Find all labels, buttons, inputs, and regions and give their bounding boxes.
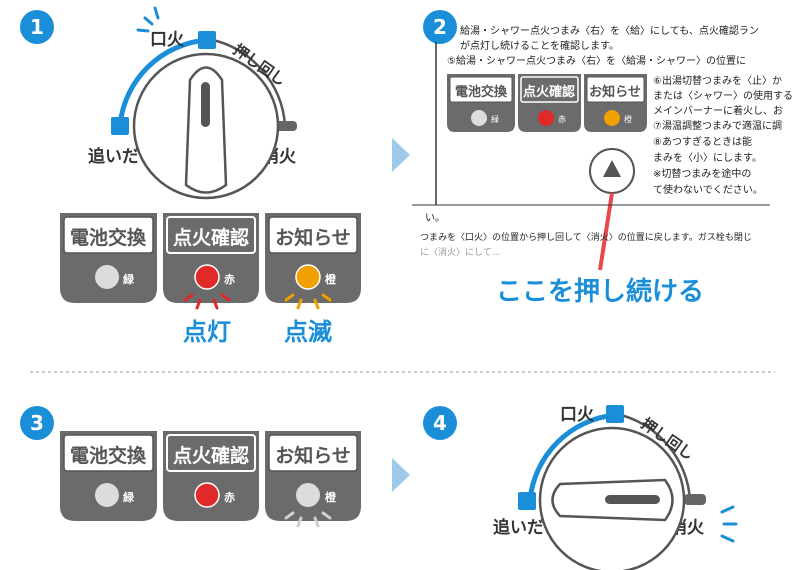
next-arrow-icon	[392, 138, 410, 172]
step-4: 4 口火 押し回し 追いだき 消火	[423, 405, 738, 570]
s3-led-battery	[95, 483, 119, 507]
manual-bottom-2: に〈消火〉にして...	[420, 246, 500, 258]
marker-off	[275, 121, 297, 131]
manual-right-3: メインバーナーに着火し、お	[653, 104, 783, 117]
knob-indicator	[201, 82, 210, 127]
off-spark-icon	[720, 505, 738, 543]
label-pilot: 口火	[150, 30, 185, 50]
manual-right-6: まみを〈小〉にします。	[653, 152, 762, 164]
control-panel-3: 電池交換 点火確認 お知らせ 緑 赤 橙	[60, 431, 361, 521]
manual-right-8: て使わないでください。	[653, 183, 763, 196]
manual-right-7: ※切替つまみを途中の	[653, 167, 751, 180]
mini-led-notice-color: 橙	[624, 114, 632, 124]
ignite-spark-icon	[136, 6, 160, 33]
control-panel-1: 電池交換 点火確認 お知らせ 緑 赤 橙	[60, 213, 361, 303]
led-notice	[295, 264, 321, 290]
off-rays-icon	[284, 511, 332, 528]
s3-btn-ignite-label: 点火確認	[173, 444, 249, 467]
triangle-up-icon	[603, 160, 621, 177]
manual-line-1: 給湯・シャワー点火つまみ〈右〉を〈給〉にしても、点火確認ラン	[460, 24, 759, 37]
blink-rays-icon	[284, 293, 332, 310]
step-2: 2 給湯・シャワー点火つまみ〈右〉を〈給〉にしても、点火確認ラン が点灯し続ける…	[412, 10, 793, 307]
s4-knob-indicator	[605, 495, 660, 504]
btn-ignite-label: 点火確認	[173, 226, 249, 249]
mini-led-notice	[604, 110, 620, 126]
step-3: 3 電池交換 点火確認 お知らせ 緑 赤 橙	[20, 406, 361, 528]
manual-right-2: または〈シャワー〉の使用する	[653, 89, 793, 102]
led-battery-color: 緑	[123, 272, 135, 286]
callout-pointer	[598, 192, 614, 271]
s3-led-notice	[296, 483, 320, 507]
mini-led-ignite-color: 赤	[558, 115, 566, 124]
s3-led-notice-color: 橙	[325, 490, 337, 504]
btn-battery-label: 電池交換	[70, 226, 147, 249]
mini-btn-battery-label: 電池交換	[455, 84, 508, 100]
step-4-number: 4	[433, 411, 447, 435]
mini-led-battery-color: 緑	[491, 114, 499, 124]
manual-bottom-0: い。	[425, 213, 445, 224]
s3-btn-notice-label: お知らせ	[275, 444, 351, 467]
step-4-badge	[423, 406, 457, 440]
s4-marker-off	[684, 494, 706, 505]
manual-line-3: ⑤給湯・シャワー点火つまみ〈右〉を〈給湯・シャワー〉の位置に	[447, 54, 746, 67]
mini-btn-notice-label: お知らせ	[589, 84, 641, 100]
step-3-badge	[20, 406, 54, 440]
step-1: 1 口火 押し回し 追いだき 消火 電池交換 点火確認	[20, 6, 361, 346]
control-panel-2: 電池交換 点火確認 お知らせ 緑 赤 橙	[447, 74, 647, 132]
manual-right-4: ⑦湯温調整つまみで適温に調	[653, 119, 782, 132]
step-1-badge	[20, 10, 54, 44]
step-2-badge	[423, 10, 457, 44]
mini-btn-ignite-label: 点火確認	[523, 84, 575, 100]
knob-arc-blue	[117, 37, 208, 126]
knob-handle	[184, 66, 228, 194]
led-notice-color: 橙	[325, 272, 337, 286]
manual-line-2: が点灯し続けることを確認します。	[460, 39, 619, 52]
status-lit: 点灯	[183, 318, 231, 346]
s3-btn-battery-label: 電池交換	[70, 444, 147, 467]
step-1-number: 1	[30, 15, 44, 39]
next-arrow-icon-2	[392, 458, 410, 492]
mini-led-battery	[471, 110, 487, 126]
s4-knob-arc-gray	[620, 413, 692, 501]
manual-bottom-1: つまみを〈口火〉の位置から押し回して〈消火〉の位置に戻します。ガス栓も閉じ	[420, 231, 752, 243]
s4-marker-pilot	[606, 405, 624, 423]
knob-arc-gray	[212, 38, 287, 126]
marker-pilot	[198, 31, 216, 49]
led-ignite	[194, 264, 220, 290]
manual-right-1: ⑥出湯切替つまみを〈止〉か	[653, 74, 782, 87]
step-3-number: 3	[30, 411, 44, 435]
marker-reheat	[111, 117, 129, 135]
led-ignite-color: 赤	[224, 272, 235, 286]
manual-right-5: ⑧あつすぎるときは能	[653, 135, 752, 148]
s3-led-battery-color: 緑	[123, 490, 135, 504]
s4-marker-reheat	[518, 492, 536, 510]
s3-led-ignite	[194, 482, 220, 508]
mini-led-ignite	[538, 110, 554, 126]
led-battery	[95, 265, 119, 289]
s4-label-pilot: 口火	[560, 405, 595, 425]
step-2-number: 2	[433, 15, 447, 39]
status-blink: 点滅	[284, 318, 332, 346]
callout-text: ここを押し続ける	[496, 276, 704, 307]
btn-notice-label: お知らせ	[275, 226, 351, 249]
s4-knob-arc-blue	[527, 412, 616, 501]
s3-led-ignite-color: 赤	[224, 490, 235, 504]
lit-rays-icon	[183, 293, 231, 310]
